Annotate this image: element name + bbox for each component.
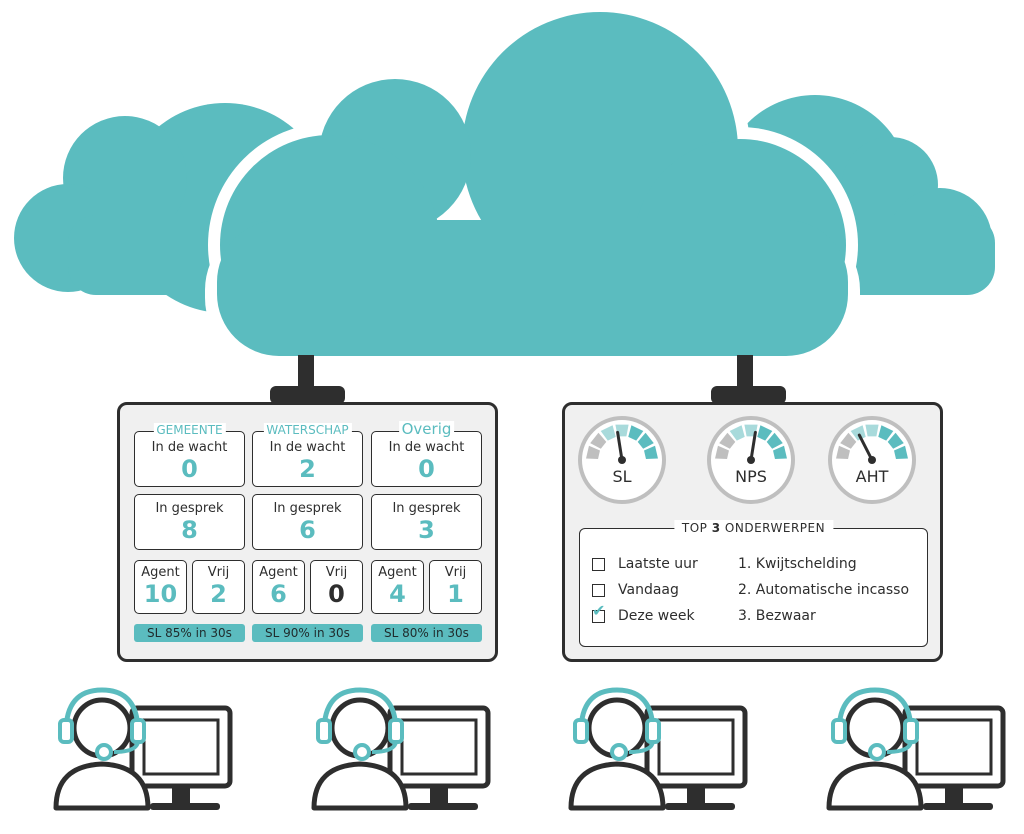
top-topics-box: TOP 3 ONDERWERPEN Laatste uur Vandaag ✔ …: [579, 520, 928, 647]
agent-headset-icon: [568, 687, 748, 811]
free-label: Vrij: [207, 565, 230, 580]
agent-headset-icon: [53, 687, 233, 811]
service-level-badge-gemeente: SL 85% in 30s: [134, 624, 245, 642]
queue-title-gemeente: GEMEENTE: [153, 423, 226, 437]
monitor-icon: [902, 705, 1006, 810]
top-topics-title-number: 3: [711, 521, 721, 535]
filter-checkbox-vandaag[interactable]: [592, 584, 605, 597]
talking-box-gemeente: In gesprek 8: [134, 494, 245, 550]
filter-label-deze-week: Deze week: [618, 608, 695, 624]
top-topics-title-prefix: TOP: [681, 521, 712, 535]
free-box-overig: Vrij 1: [429, 560, 482, 614]
filter-checkbox-laatste-uur[interactable]: [592, 558, 605, 571]
gauge-label: NPS: [735, 467, 767, 486]
free-box-waterschap: Vrij 0: [310, 560, 363, 614]
queue-title-waterschap: WATERSCHAP: [263, 423, 352, 437]
talking-label: In gesprek: [155, 501, 224, 516]
gauge-icon: SL: [578, 416, 666, 504]
agent-count: 6: [270, 580, 287, 608]
service-level-badge-overig: SL 80% in 30s: [371, 624, 482, 642]
gauge-icon: NPS: [707, 416, 795, 504]
free-count: 1: [447, 580, 464, 608]
agent-label: Agent: [378, 565, 417, 580]
filter-label-laatste-uur: Laatste uur: [618, 556, 698, 572]
topic-item: 2. Automatische incasso: [738, 582, 910, 598]
talking-box-waterschap: In gesprek 6: [252, 494, 363, 550]
waiting-box-gemeente: GEMEENTE In de wacht 0: [134, 423, 245, 487]
monitor-icon: [644, 705, 748, 810]
panel-connector: [711, 355, 786, 404]
free-count: 0: [328, 580, 345, 608]
free-label: Vrij: [325, 565, 348, 580]
panel-connector: [270, 355, 345, 404]
top-topics-title-suffix: ONDERWERPEN: [720, 521, 826, 535]
agent-label: Agent: [141, 565, 180, 580]
talking-box-overig: In gesprek 3: [371, 494, 482, 550]
talking-count: 8: [181, 516, 198, 544]
cloud-icon: [205, 0, 860, 368]
free-box-gemeente: Vrij 2: [192, 560, 245, 614]
monitor-icon: [129, 705, 233, 810]
free-label: Vrij: [444, 565, 467, 580]
filter-checkbox-deze-week[interactable]: [592, 610, 605, 623]
waiting-box-waterschap: WATERSCHAP In de wacht 2: [252, 423, 363, 487]
top-topics-title: TOP 3 ONDERWERPEN: [673, 520, 834, 536]
filter-label-vandaag: Vandaag: [618, 582, 679, 598]
service-level-badge-waterschap: SL 90% in 30s: [252, 624, 363, 642]
agent-headset-icon: [826, 687, 1006, 811]
gauge-label: AHT: [856, 467, 889, 486]
agent-label: Agent: [259, 565, 298, 580]
topic-item: 1. Kwijtschelding: [738, 556, 857, 572]
gauge-icon: AHT: [828, 416, 916, 504]
agent-box-overig: Agent 4: [371, 560, 424, 614]
topic-item: 3. Bezwaar: [738, 608, 816, 624]
waiting-label: In de wacht: [269, 440, 346, 455]
gauge-row: SL NPS AHT: [578, 416, 916, 504]
talking-label: In gesprek: [273, 501, 342, 516]
kpi-panel: SL NPS AHT TOP 3 ONDERWERPEN Laatste uur V…: [562, 402, 943, 662]
agent-count: 4: [389, 580, 406, 608]
waiting-count: 0: [418, 455, 435, 483]
waiting-label: In de wacht: [151, 440, 228, 455]
agent-box-waterschap: Agent 6: [252, 560, 305, 614]
talking-count: 3: [418, 516, 435, 544]
monitor-icon: [387, 705, 491, 810]
waiting-box-overig: Overig In de wacht 0: [371, 421, 482, 487]
agent-box-gemeente: Agent 10: [134, 560, 187, 614]
waiting-count: 0: [181, 455, 198, 483]
waiting-label: In de wacht: [388, 440, 465, 455]
talking-count: 6: [299, 516, 316, 544]
talking-label: In gesprek: [392, 501, 461, 516]
checkmark-icon: ✔: [592, 601, 606, 620]
free-count: 2: [210, 580, 227, 608]
queue-title-overig: Overig: [398, 421, 455, 438]
agent-count: 10: [143, 580, 178, 608]
agent-headset-icon: [311, 687, 491, 811]
queue-status-panel: GEMEENTE In de wacht 0 In gesprek 8 Agen…: [117, 402, 498, 662]
gauge-label: SL: [612, 467, 631, 486]
waiting-count: 2: [299, 455, 316, 483]
